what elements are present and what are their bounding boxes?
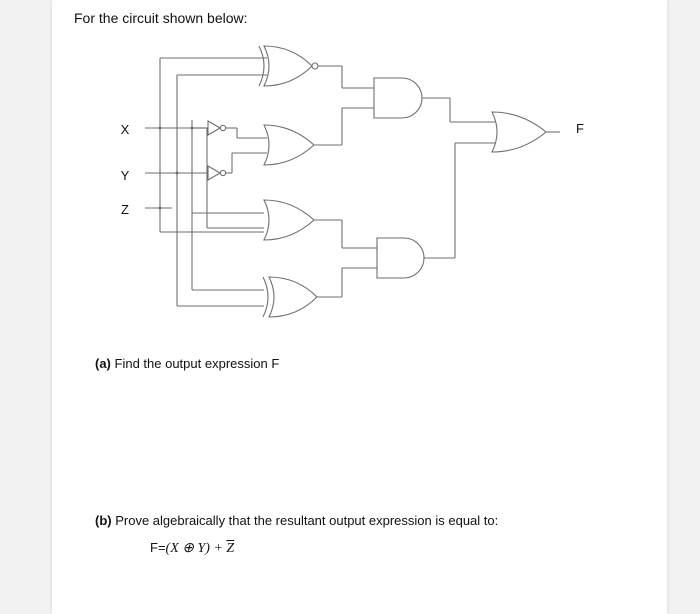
question-a-label: (a): [95, 356, 111, 371]
or-gate-2: [263, 107, 374, 166]
formula-z-complement: Z: [226, 541, 235, 556]
input-label-x: X: [121, 122, 130, 137]
problem-title: For the circuit shown below:: [74, 10, 248, 26]
or-gate-3: [263, 199, 377, 249]
input-wires: [145, 57, 267, 307]
output-label-f: F: [576, 121, 584, 136]
and-gate-2: [376, 142, 495, 279]
input-label-y: Y: [121, 168, 130, 183]
target-formula: F=(X ⊕ Y) + Z: [150, 540, 234, 557]
formula-expression: (X ⊕ Y) +: [165, 541, 227, 556]
question-a-text: Find the output expression F: [114, 356, 280, 371]
nor-gate-1: [258, 45, 374, 89]
question-b-text: Prove algebraically that the resultant o…: [115, 513, 499, 528]
and-gate-1: [373, 77, 495, 123]
or-gate-output: [491, 111, 560, 153]
input-label-z: Z: [121, 202, 129, 217]
formula-lhs: F=: [150, 540, 166, 555]
logic-circuit-diagram: X Y Z F: [121, 45, 584, 318]
question-b-label: (b): [95, 513, 112, 528]
not-gate-x: [192, 120, 267, 139]
not-gate-y: [177, 152, 267, 181]
xor-gate-1: [262, 267, 377, 318]
document-page: For the circuit shown below: X Y Z F: [52, 0, 667, 614]
question-b: (b) Prove algebraically that the resulta…: [95, 513, 498, 528]
question-a: (a) Find the output expression F: [95, 356, 279, 371]
